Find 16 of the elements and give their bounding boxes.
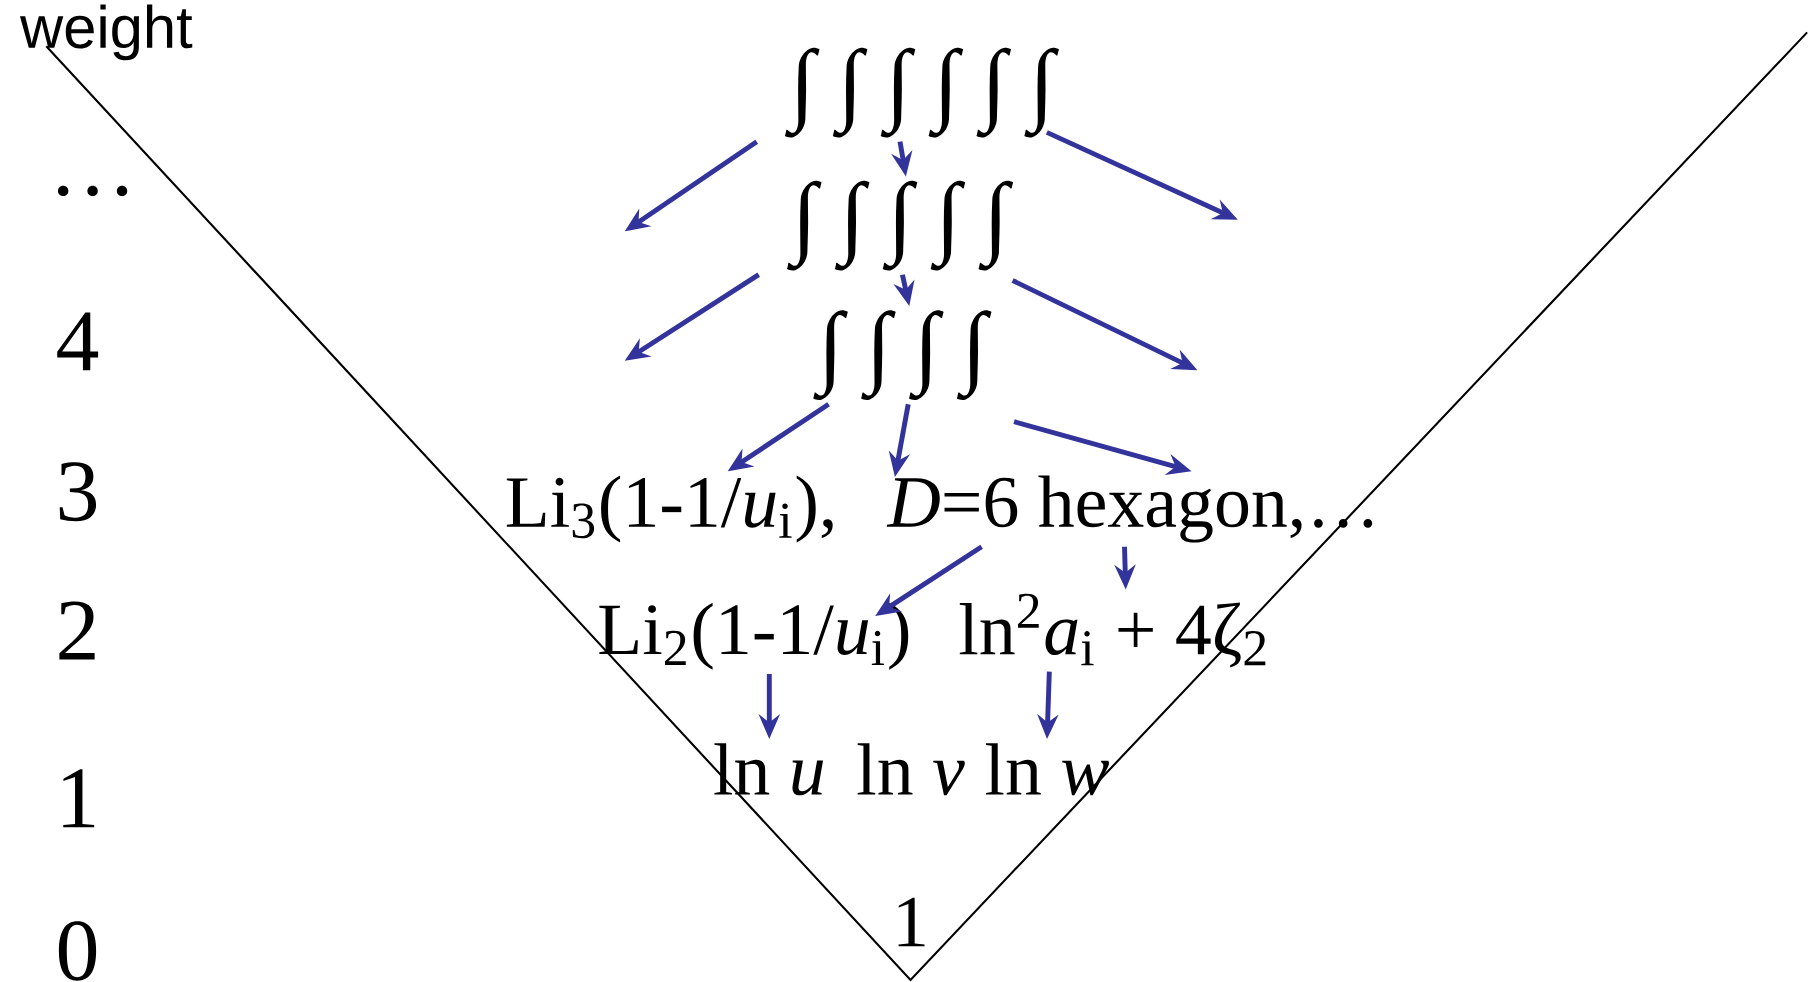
weight-number: 1 bbox=[63, 769, 95, 828]
expression: Li$_{3}$(1-1/u$_{i}$), bbox=[506, 475, 833, 543]
expression: Li$_{2}$(1-1/u$_{i}$) bbox=[599, 602, 909, 670]
integral-row: ∫ ∫ ∫ ∫ ∫ ∫ bbox=[785, 47, 1059, 138]
expression: ln v bbox=[857, 743, 965, 796]
integral-row: ∫ ∫ ∫ ∫ ∫ bbox=[787, 180, 1014, 271]
weight-number: … bbox=[58, 185, 128, 197]
expression: 1 bbox=[898, 897, 925, 947]
weight-number: 2 bbox=[59, 601, 95, 660]
weight-number: 3 bbox=[59, 462, 97, 522]
axis-title: weight bbox=[19, 4, 193, 61]
integral-row: ∫ ∫ ∫ ∫ bbox=[813, 310, 992, 401]
expression: ln$^{2}$a$_{i}$ + 4ζ$_{2}$ bbox=[959, 593, 1266, 668]
weight-number: 0 bbox=[58, 921, 97, 981]
weight-number: 4 bbox=[57, 312, 99, 371]
expression: ln u bbox=[714, 743, 823, 796]
